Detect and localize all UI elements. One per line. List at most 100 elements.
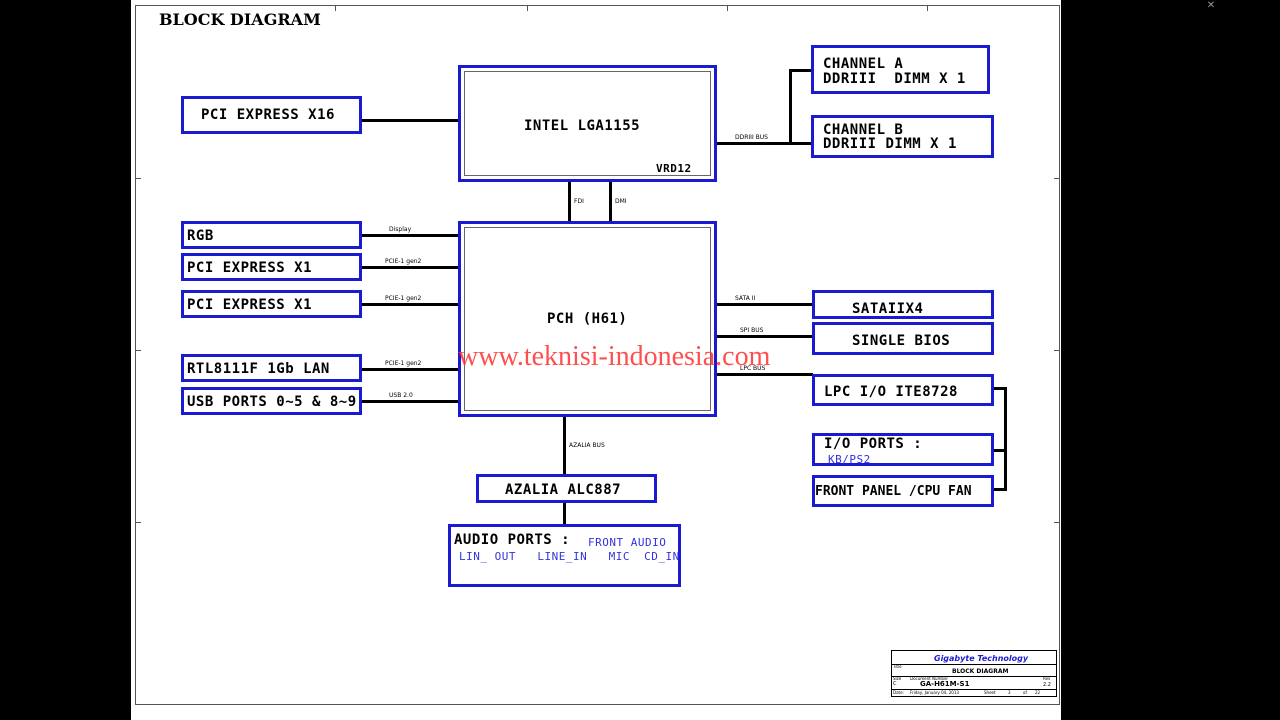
cpu-label: INTEL LGA1155 (524, 118, 641, 134)
audio-ports-list: LIN_ OUT LINE_IN MIC CD_IN (459, 550, 680, 563)
title-block-size-label: Size (893, 676, 902, 681)
wire-audio (563, 501, 566, 526)
channel-a-block: CHANNEL A DDRIII DIMM X 1 (811, 45, 990, 94)
title-block-rule (892, 676, 1056, 677)
close-icon[interactable]: ✕ (1206, 0, 1216, 11)
bus-label-fdi: FDI (574, 198, 584, 205)
front-panel-label: FRONT PANEL /CPU FAN (815, 484, 972, 499)
title-block-date: Friday, January 04, 2013 (910, 690, 959, 695)
wire-front-right (992, 488, 1007, 491)
cpu-vrd-label: VRD12 (656, 162, 692, 175)
wire-fdi (568, 180, 571, 222)
frame-tick (527, 5, 528, 11)
title-block-docnum: GA-H61M-S1 (920, 680, 970, 688)
pcie-x1-block-a: PCI EXPRESS X1 (181, 253, 362, 281)
diagram-title: BLOCK DIAGRAM (159, 10, 321, 29)
title-block-rule (892, 689, 1056, 690)
bus-label-usb2: USB 2.0 (389, 392, 413, 399)
frame-tick (335, 5, 336, 11)
title-block-sheet-label: Sheet (984, 690, 996, 695)
audio-front-label: FRONT AUDIO (588, 536, 667, 549)
bus-label-spi: SPI BUS (740, 327, 764, 334)
sata-block: SATAIIX4 (812, 290, 994, 319)
bus-label-display: Display (389, 226, 412, 233)
pcie-x16-block: PCI EXPRESS X16 (181, 96, 362, 134)
front-panel-block: FRONT PANEL /CPU FAN (812, 475, 994, 507)
wire-io-right (992, 449, 1007, 452)
bus-label-pcie-c: PCIE-1 gen2 (385, 360, 422, 367)
title-block-title-label: Title (893, 664, 902, 669)
rgb-block: RGB (181, 221, 362, 249)
bios-label: SINGLE BIOS (852, 333, 951, 349)
title-block-company: Gigabyte Technology (934, 654, 1029, 663)
azalia-label: AZALIA ALC887 (505, 482, 622, 498)
pch-inner-border (464, 227, 711, 411)
bus-label-lpc: LPC BUS (740, 365, 766, 372)
lan-block: RTL8111F 1Gb LAN (181, 354, 362, 382)
audio-ports-title: AUDIO PORTS : (454, 532, 571, 548)
title-block-of: 22 (1035, 690, 1041, 695)
title-block-sheet: 3 (1008, 690, 1011, 695)
wire-pcie1a (361, 266, 459, 269)
title-block-rule (892, 664, 1056, 665)
wire-lpc-right-vertical (1004, 387, 1007, 491)
pch-label: PCH (H61) (547, 311, 628, 327)
audio-ports-block: AUDIO PORTS : FRONT AUDIO LIN_ OUT LINE_… (448, 524, 681, 587)
wire-sata (716, 303, 813, 306)
bios-block: SINGLE BIOS (812, 322, 994, 355)
channel-a-line1: CHANNEL A (823, 56, 904, 72)
watermark: www.teknisi-indonesia.com (458, 341, 771, 372)
frame-tick (1054, 350, 1060, 351)
rgb-label: RGB (187, 228, 214, 244)
wire-pcie1b (361, 303, 459, 306)
title-block-size: C (893, 681, 897, 687)
wire-usb (361, 400, 459, 403)
channel-b-line2: DDRIII DIMM X 1 (823, 136, 957, 152)
pcie-x1-block-b: PCI EXPRESS X1 (181, 290, 362, 318)
lan-label: RTL8111F 1Gb LAN (187, 361, 330, 377)
sata-label: SATAIIX4 (852, 301, 924, 317)
pcie-x1-label-b: PCI EXPRESS X1 (187, 297, 313, 313)
azalia-block: AZALIA ALC887 (476, 474, 657, 503)
title-block-rev-label: Rev (1043, 676, 1051, 681)
frame-tick (1054, 178, 1060, 179)
pcie-x1-label-a: PCI EXPRESS X1 (187, 260, 313, 276)
frame-tick (1054, 522, 1060, 523)
channel-b-block: CHANNEL B DDRIII DIMM X 1 (811, 115, 994, 158)
sheet-frame (135, 5, 1060, 705)
title-block-docnum-label: Document Number (910, 676, 949, 681)
wire-lpc-right (992, 387, 1007, 390)
io-ports-block: I/O PORTS : KB/PS2 (812, 433, 994, 466)
wire-lpc (716, 373, 813, 376)
cpu-inner-border (464, 71, 711, 176)
wire-rgb (361, 234, 459, 237)
io-ports-sub: KB/PS2 (828, 453, 871, 466)
cpu-block: INTEL LGA1155 VRD12 (458, 65, 717, 182)
wire-ddr-vertical (789, 69, 792, 145)
bus-label-sata2: SATA II (735, 295, 756, 302)
title-block-date-label: Date: (893, 690, 904, 695)
wire-pcie16 (361, 119, 459, 122)
bus-label-ddr: DDRIII BUS (735, 134, 768, 141)
lpc-io-block: LPC I/O ITE8728 (812, 374, 994, 406)
bus-label-azalia: AZALIA BUS (569, 442, 605, 449)
wire-spi (716, 335, 813, 338)
bus-label-dmi: DMI (615, 198, 627, 205)
pch-block: PCH (H61) (458, 221, 717, 417)
title-block-title: BLOCK DIAGRAM (952, 668, 1009, 675)
frame-tick (135, 522, 141, 523)
io-ports-label: I/O PORTS : (824, 436, 923, 452)
title-block: Gigabyte Technology Title BLOCK DIAGRAM … (891, 650, 1057, 697)
wire-ddr-chan-a (789, 69, 812, 72)
channel-a-line2: DDRIII DIMM X 1 (823, 71, 966, 87)
frame-tick (927, 5, 928, 11)
usb-block: USB PORTS 0~5 & 8~9 (181, 387, 362, 415)
wire-azalia-bus (563, 415, 566, 476)
title-block-rev: 2.2 (1043, 682, 1051, 688)
pcie-x16-label: PCI EXPRESS X16 (201, 107, 335, 123)
frame-tick (135, 350, 141, 351)
wire-dmi (609, 180, 612, 222)
channel-b-line1: CHANNEL B (823, 122, 904, 138)
usb-label: USB PORTS 0~5 & 8~9 (187, 394, 357, 410)
frame-tick (727, 5, 728, 11)
